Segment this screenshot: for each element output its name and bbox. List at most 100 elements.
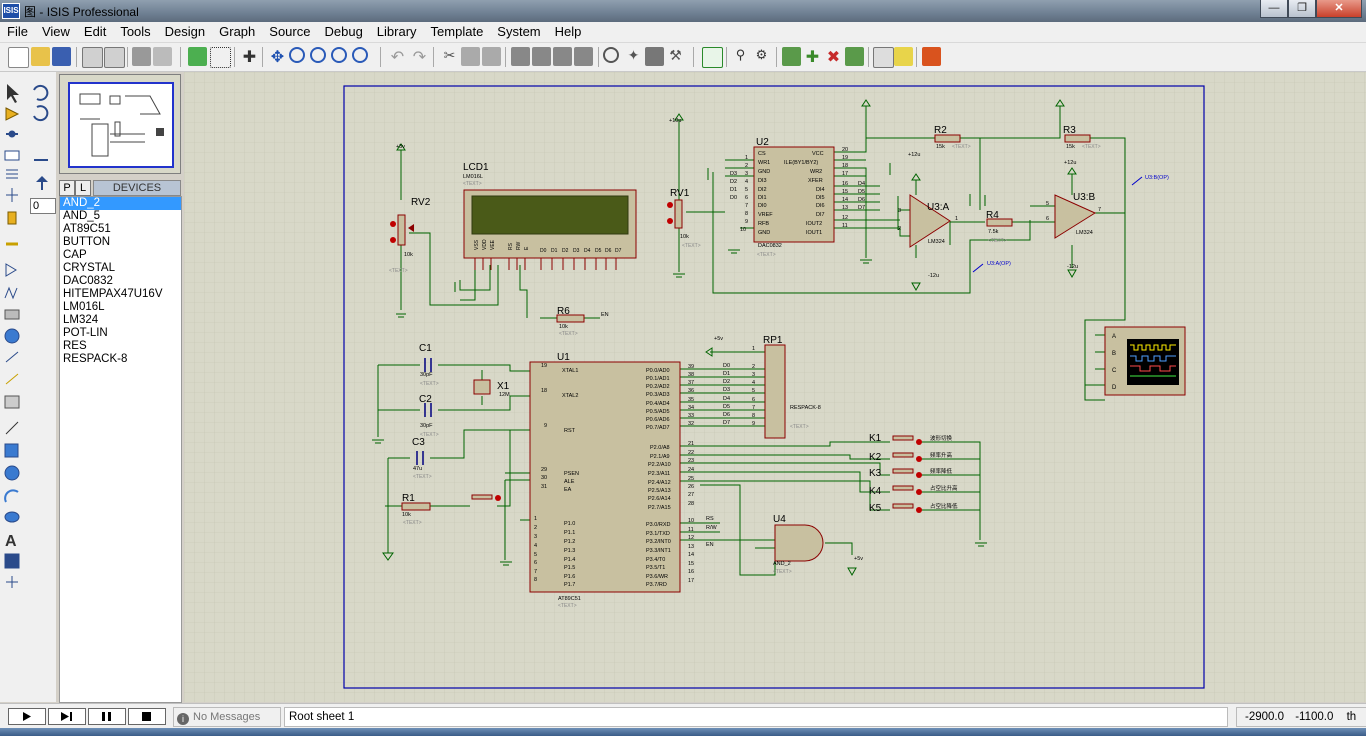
- list-item[interactable]: AT89C51: [63, 223, 111, 235]
- save-icon[interactable]: [52, 47, 71, 66]
- zoom-out-icon[interactable]: [310, 47, 326, 63]
- list-item[interactable]: CAP: [63, 249, 87, 261]
- pause-button[interactable]: [88, 708, 126, 725]
- rp1-respack[interactable]: [764, 344, 786, 439]
- block-rotate-icon[interactable]: [553, 47, 572, 66]
- menu-system[interactable]: System: [497, 24, 541, 39]
- k5-button[interactable]: [892, 503, 914, 509]
- ares-icon[interactable]: [922, 47, 941, 66]
- r6-resistor[interactable]: [556, 314, 585, 323]
- k3-button[interactable]: [892, 468, 914, 474]
- add-sheet-icon[interactable]: ✚: [805, 49, 820, 66]
- pick-device-button[interactable]: P: [59, 180, 75, 196]
- remove-sheet-icon[interactable]: ✖: [826, 49, 841, 66]
- r1-resistor[interactable]: [401, 502, 431, 511]
- list-item[interactable]: LM324: [63, 314, 99, 326]
- zoom-in-icon[interactable]: [289, 47, 305, 63]
- list-item[interactable]: RES: [63, 340, 87, 352]
- zoom-all-icon[interactable]: [331, 47, 347, 63]
- open-folder-icon[interactable]: [31, 47, 50, 66]
- import-icon[interactable]: [82, 47, 103, 68]
- rv1-potentiometer[interactable]: [667, 199, 683, 229]
- library-manager-button[interactable]: L: [75, 180, 91, 196]
- k2-button[interactable]: [892, 452, 914, 458]
- grid-icon[interactable]: [210, 47, 231, 68]
- pick-device-icon[interactable]: [603, 47, 619, 63]
- stop-button[interactable]: [128, 708, 166, 725]
- list-item[interactable]: DAC0832: [63, 275, 113, 287]
- list-item[interactable]: LM016L: [63, 301, 105, 313]
- menu-tools[interactable]: Tools: [120, 24, 151, 39]
- redo-icon[interactable]: ↷: [412, 49, 427, 66]
- restore-button[interactable]: ❐: [1288, 0, 1316, 18]
- u4-and-gate[interactable]: [774, 524, 824, 562]
- menu-template[interactable]: Template: [430, 24, 484, 39]
- bill-of-materials-icon[interactable]: [873, 47, 894, 68]
- packaging-tool-icon[interactable]: [645, 47, 664, 66]
- list-item[interactable]: AND_2: [60, 197, 181, 210]
- r4-resistor[interactable]: [986, 218, 1013, 227]
- cut-icon[interactable]: ✂: [443, 47, 456, 63]
- make-device-icon[interactable]: ✦: [627, 47, 640, 63]
- list-item[interactable]: CRYSTAL: [63, 262, 115, 274]
- list-item[interactable]: HITEMPAX47U16V: [63, 288, 163, 300]
- u3a-opamp[interactable]: [909, 194, 951, 248]
- origin-icon[interactable]: ✚: [242, 49, 257, 66]
- list-item[interactable]: BUTTON: [63, 236, 111, 248]
- search-icon[interactable]: ⚲: [735, 47, 746, 62]
- schematic-canvas[interactable]: VSS VDD VEE RS RW E D0 D1 D2 D3 D4 D5 D6…: [184, 72, 1366, 702]
- exit-to-parent-icon[interactable]: [845, 47, 864, 66]
- u1-pin-label: ALE: [564, 479, 575, 485]
- redraw-icon[interactable]: [188, 47, 207, 66]
- menu-edit[interactable]: Edit: [83, 24, 107, 39]
- u3b-opamp[interactable]: [1054, 194, 1097, 239]
- menu-library[interactable]: Library: [376, 24, 417, 39]
- menu-help[interactable]: Help: [554, 24, 582, 39]
- dac0832-chip[interactable]: [753, 146, 835, 243]
- block-move-icon[interactable]: [532, 47, 551, 66]
- wire-autorouter-icon[interactable]: [702, 47, 723, 68]
- close-button[interactable]: ✕: [1316, 0, 1362, 18]
- u1-right-pins: P0.0/AD0 P0.1/AD1 P0.2/AD2 P0.3/AD3 P0.4…: [646, 368, 671, 588]
- block-delete-icon[interactable]: [574, 47, 593, 66]
- lcd-display[interactable]: [463, 189, 637, 259]
- step-button[interactable]: [48, 708, 86, 725]
- play-button[interactable]: [8, 708, 46, 725]
- menu-view[interactable]: View: [41, 24, 70, 39]
- paste-icon[interactable]: [482, 47, 501, 66]
- r2-resistor[interactable]: [934, 134, 961, 143]
- menu-debug[interactable]: Debug: [324, 24, 363, 39]
- r3-resistor[interactable]: [1064, 134, 1091, 143]
- copy-icon[interactable]: [461, 47, 480, 66]
- k4-button[interactable]: [892, 485, 914, 491]
- oscilloscope[interactable]: [1104, 326, 1186, 396]
- list-item[interactable]: POT-LIN: [63, 327, 108, 339]
- menu-design[interactable]: Design: [164, 24, 206, 39]
- export-icon[interactable]: [104, 47, 125, 68]
- menu-graph[interactable]: Graph: [219, 24, 256, 39]
- print-icon[interactable]: [132, 47, 151, 66]
- decompose-icon[interactable]: ⚒: [669, 47, 682, 63]
- rotation-input[interactable]: 0: [30, 198, 56, 214]
- undo-icon[interactable]: ↶: [390, 49, 405, 66]
- k1-button[interactable]: [892, 435, 914, 441]
- minimize-button[interactable]: —: [1260, 0, 1288, 18]
- x1-crystal[interactable]: [473, 379, 491, 395]
- new-sheet-icon[interactable]: [782, 47, 801, 66]
- overview-window[interactable]: [59, 74, 181, 174]
- menu-source[interactable]: Source: [269, 24, 311, 39]
- at89c51-chip[interactable]: [529, 361, 681, 593]
- list-item[interactable]: RESPACK-8: [63, 353, 128, 365]
- pan-icon[interactable]: ✥: [270, 49, 285, 66]
- electrical-check-icon[interactable]: [894, 47, 913, 66]
- rv2-potentiometer[interactable]: [390, 214, 414, 246]
- reset-button[interactable]: [471, 494, 493, 500]
- menu-file[interactable]: File: [7, 24, 28, 39]
- new-file-icon[interactable]: [8, 47, 29, 68]
- print-area-icon[interactable]: [153, 47, 172, 66]
- list-item[interactable]: AND_5: [63, 210, 101, 222]
- block-copy-icon[interactable]: [511, 47, 530, 66]
- zoom-area-icon[interactable]: [352, 47, 368, 63]
- property-tool-icon[interactable]: ⚙: [755, 47, 768, 62]
